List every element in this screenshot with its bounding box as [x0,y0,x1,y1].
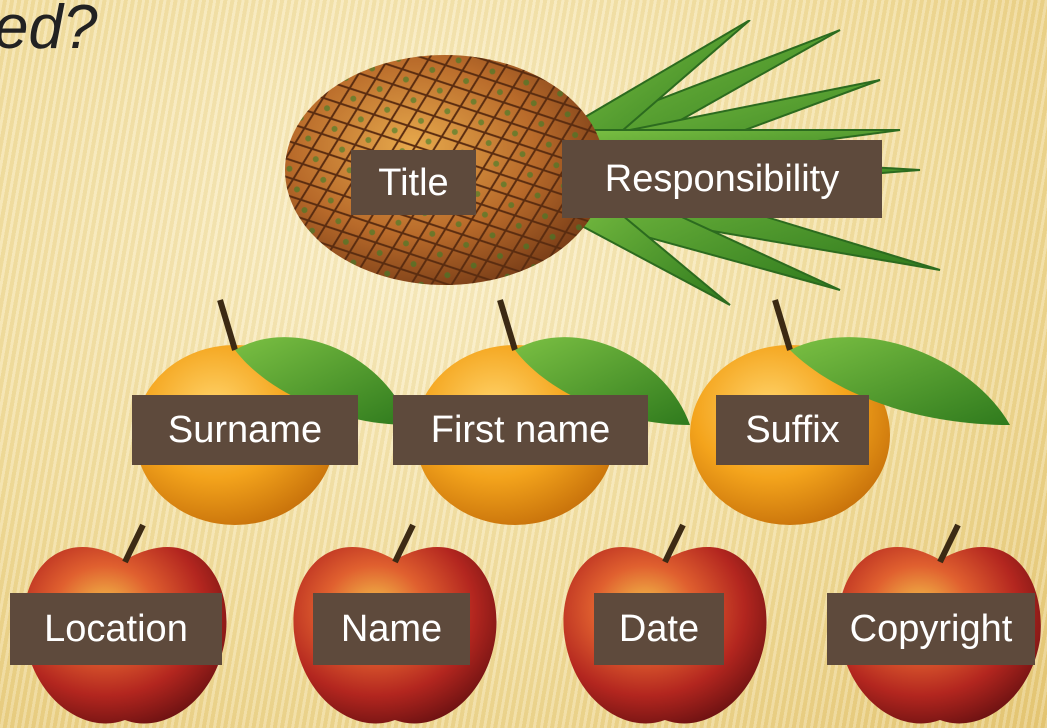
label-copyright: Copyright [827,593,1035,665]
label-name: Name [313,593,470,665]
label-responsibility: Responsibility [562,140,882,218]
label-date: Date [594,593,724,665]
label-first-name: First name [393,395,648,465]
label-surname: Surname [132,395,358,465]
label-location: Location [10,593,222,665]
label-title: Title [351,150,476,215]
label-suffix: Suffix [716,395,869,465]
slide-heading: ed? [0,0,98,62]
